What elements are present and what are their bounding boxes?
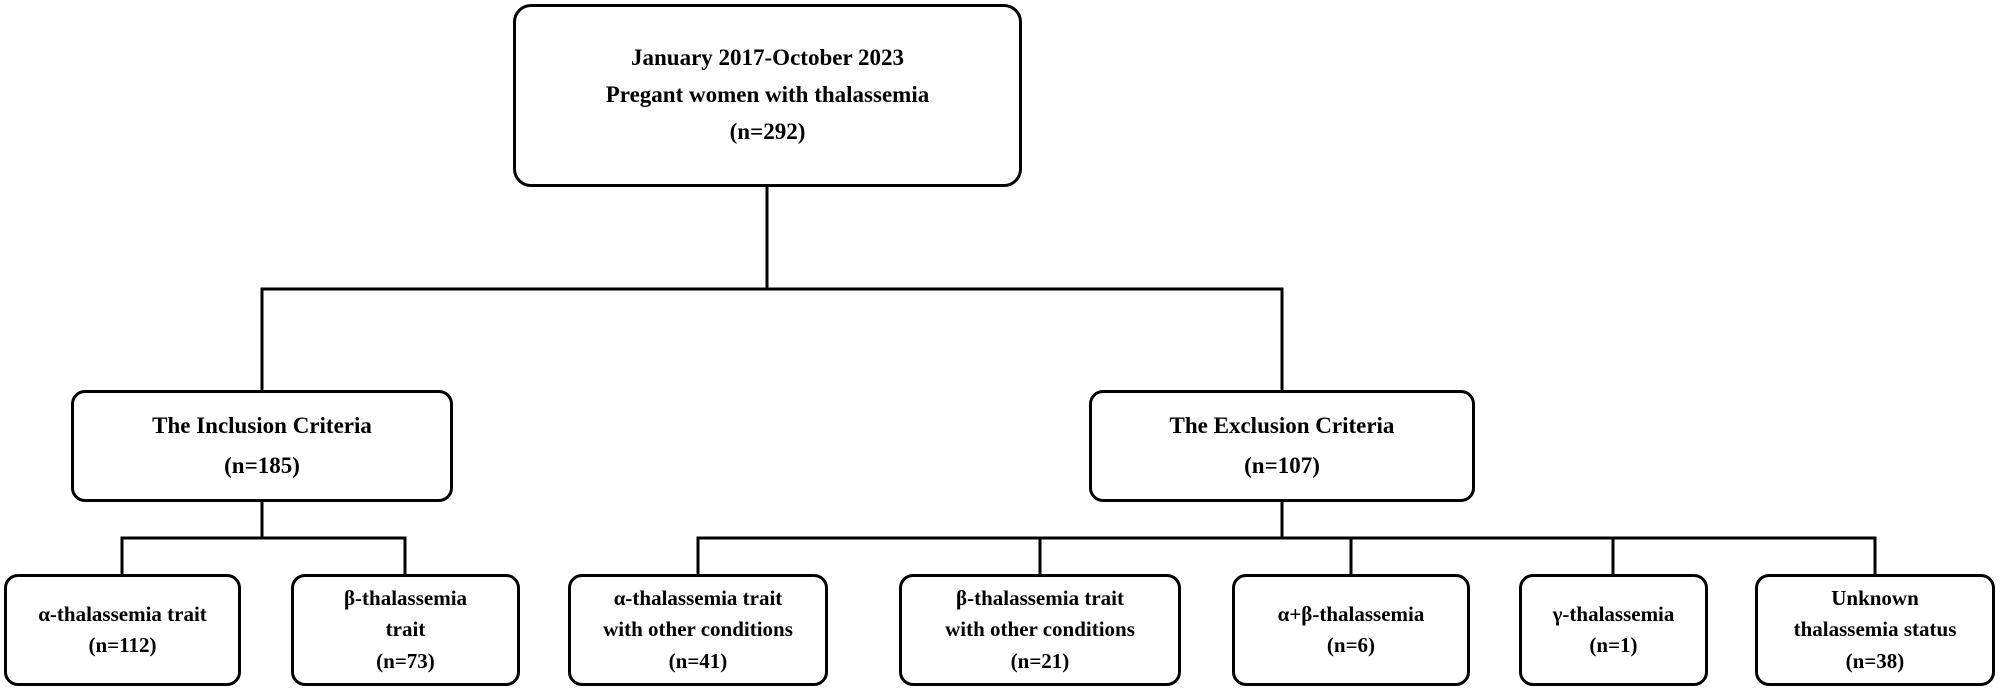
leaf-count: (n=1) [1589, 633, 1638, 657]
exclusion-count: (n=107) [1244, 453, 1320, 478]
leaf-line1: β-thalassemia trait [956, 585, 1124, 610]
alpha-trait-other-conditions-box: α-thalassemia trait with other condition… [568, 574, 828, 686]
gamma-thalassemia-box: γ-thalassemia (n=1) [1519, 574, 1708, 686]
leaf-count: (n=112) [88, 633, 157, 657]
exclusion-criteria-box: The Exclusion Criteria (n=107) [1089, 390, 1475, 502]
leaf-line1: Unknown [1831, 585, 1919, 610]
leaf-line1: β-thalassemia [343, 585, 468, 610]
alpha-beta-thalassemia-box: α+β-thalassemia (n=6) [1232, 574, 1470, 686]
root-line2: Pregant women with thalassemia [605, 82, 930, 108]
root-line1: January 2017-October 2023 [630, 45, 904, 71]
leaf-count: (n=73) [376, 648, 435, 673]
leaf-count: (n=41) [668, 648, 728, 673]
leaf-line1: α-thalassemia trait [38, 601, 207, 626]
leaf-line2: thalassemia status [1793, 617, 1957, 642]
leaf-line2: with other conditions [945, 617, 1135, 642]
alpha-thalassemia-trait-box: α-thalassemia trait (n=112) [4, 574, 241, 686]
leaf-line1: α+β-thalassemia [1277, 601, 1425, 626]
leaf-line2: trait [385, 617, 426, 642]
root-box: January 2017-October 2023 Pregant women … [513, 4, 1022, 187]
exclusion-title: The Exclusion Criteria [1169, 412, 1395, 438]
inclusion-criteria-box: The Inclusion Criteria (n=185) [71, 390, 453, 502]
inclusion-title: The Inclusion Criteria [152, 412, 372, 438]
inclusion-count: (n=185) [224, 453, 300, 478]
beta-thalassemia-trait-box: β-thalassemia trait (n=73) [291, 574, 520, 686]
root-count: (n=292) [729, 118, 806, 144]
leaf-line2: with other conditions [603, 617, 793, 642]
leaf-count: (n=38) [1845, 648, 1905, 673]
leaf-line1: γ-thalassemia [1552, 601, 1675, 626]
unknown-thalassemia-status-box: Unknown thalassemia status (n=38) [1755, 574, 1995, 686]
leaf-count: (n=6) [1326, 633, 1376, 657]
leaf-count: (n=21) [1010, 648, 1070, 673]
leaf-line1: α-thalassemia trait [613, 585, 783, 610]
beta-trait-other-conditions-box: β-thalassemia trait with other condition… [899, 574, 1181, 686]
